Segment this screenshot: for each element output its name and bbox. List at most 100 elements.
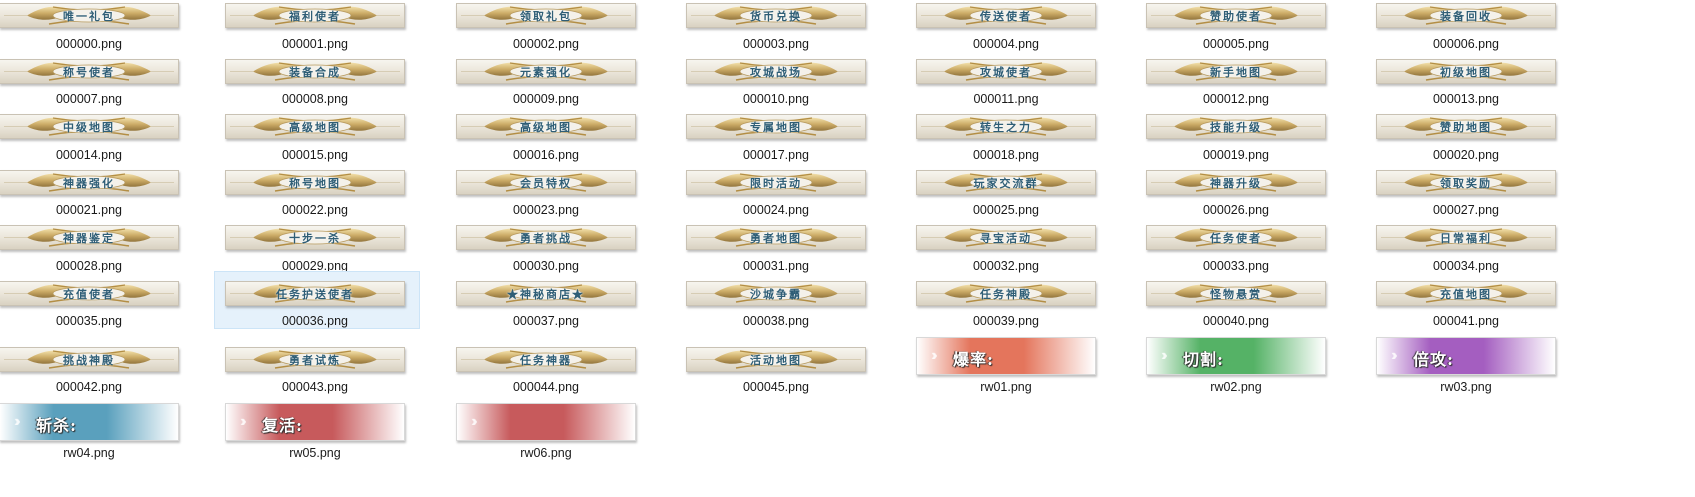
file-name[interactable]: rw05.png bbox=[289, 446, 341, 460]
file-name[interactable]: 000017.png bbox=[742, 148, 810, 162]
file-name[interactable]: 000042.png bbox=[55, 380, 123, 394]
file-name[interactable]: 000024.png bbox=[742, 203, 810, 217]
file-name[interactable]: 000010.png bbox=[742, 92, 810, 106]
file-thumbnail[interactable]: 任务使者 bbox=[1146, 225, 1326, 250]
file-thumbnail[interactable]: 会员特权 bbox=[456, 170, 636, 195]
file-name[interactable]: 000004.png bbox=[972, 37, 1040, 51]
file-thumbnail[interactable]: 领取奖励 bbox=[1376, 170, 1556, 195]
file-name[interactable]: 000018.png bbox=[972, 148, 1040, 162]
file-name[interactable]: 000044.png bbox=[512, 380, 580, 394]
file-name[interactable]: 000006.png bbox=[1432, 37, 1500, 51]
file-name[interactable]: 000037.png bbox=[512, 314, 580, 328]
file-name[interactable]: 000029.png bbox=[281, 259, 349, 273]
file-name[interactable]: 000019.png bbox=[1202, 148, 1270, 162]
file-name[interactable]: 000040.png bbox=[1202, 314, 1270, 328]
file-name[interactable]: 000005.png bbox=[1202, 37, 1270, 51]
file-thumbnail[interactable]: 勇者地图 bbox=[686, 225, 866, 250]
file-thumbnail[interactable]: 攻城战场 bbox=[686, 59, 866, 84]
file-name[interactable]: 000000.png bbox=[55, 37, 123, 51]
file-thumbnail[interactable]: 赞助地图 bbox=[1376, 114, 1556, 139]
file-name[interactable]: 000028.png bbox=[55, 259, 123, 273]
file-thumbnail[interactable]: 充值地图 bbox=[1376, 281, 1556, 306]
file-name[interactable]: 000043.png bbox=[281, 380, 349, 394]
file-thumbnail[interactable]: ›› 爆率: bbox=[916, 337, 1096, 375]
file-thumbnail[interactable]: ›› 倍攻: bbox=[1376, 337, 1556, 375]
file-thumbnail[interactable]: 唯一礼包 bbox=[0, 3, 179, 28]
file-thumbnail[interactable]: 货币兑换 bbox=[686, 3, 866, 28]
file-name[interactable]: 000015.png bbox=[281, 148, 349, 162]
file-thumbnail[interactable]: 技能升级 bbox=[1146, 114, 1326, 139]
file-thumbnail[interactable]: 攻城使者 bbox=[916, 59, 1096, 84]
file-thumbnail[interactable]: 日常福利 bbox=[1376, 225, 1556, 250]
file-thumbnail[interactable]: 神器升级 bbox=[1146, 170, 1326, 195]
file-name[interactable]: rw03.png bbox=[1440, 380, 1492, 394]
file-name[interactable]: 000030.png bbox=[512, 259, 580, 273]
file-thumbnail[interactable]: 勇者挑战 bbox=[456, 225, 636, 250]
file-thumbnail[interactable]: ★神秘商店★ bbox=[456, 281, 636, 306]
file-name[interactable]: 000022.png bbox=[281, 203, 349, 217]
file-name[interactable]: 000007.png bbox=[55, 92, 123, 106]
file-thumbnail[interactable]: 高级地图 bbox=[456, 114, 636, 139]
file-name[interactable]: 000041.png bbox=[1432, 314, 1500, 328]
file-thumbnail[interactable]: 沙城争霸 bbox=[686, 281, 866, 306]
file-name[interactable]: 000001.png bbox=[281, 37, 349, 51]
file-name[interactable]: 000033.png bbox=[1202, 259, 1270, 273]
file-name[interactable]: 000032.png bbox=[972, 259, 1040, 273]
file-thumbnail[interactable]: 活动地图 bbox=[686, 347, 866, 372]
file-thumbnail[interactable]: 领取礼包 bbox=[456, 3, 636, 28]
file-thumbnail[interactable]: 十步一杀 bbox=[225, 225, 405, 250]
file-name[interactable]: rw01.png bbox=[980, 380, 1032, 394]
file-name[interactable]: 000027.png bbox=[1432, 203, 1500, 217]
file-name[interactable]: 000008.png bbox=[281, 92, 349, 106]
file-thumbnail[interactable]: 装备回收 bbox=[1376, 3, 1556, 28]
file-thumbnail[interactable]: 神器强化 bbox=[0, 170, 179, 195]
file-name[interactable]: 000036.png bbox=[281, 314, 349, 328]
file-thumbnail[interactable]: 勇者试炼 bbox=[225, 347, 405, 372]
file-thumbnail[interactable]: 称号地图 bbox=[225, 170, 405, 195]
file-thumbnail[interactable]: 充值使者 bbox=[0, 281, 179, 306]
file-thumbnail[interactable]: 高级地图 bbox=[225, 114, 405, 139]
file-thumbnail[interactable]: 挑战神殿 bbox=[0, 347, 179, 372]
file-thumbnail[interactable]: 赞助使者 bbox=[1146, 3, 1326, 28]
file-thumbnail[interactable]: 福利使者 bbox=[225, 3, 405, 28]
file-thumbnail[interactable]: 转生之力 bbox=[916, 114, 1096, 139]
file-thumbnail[interactable]: 限时活动 bbox=[686, 170, 866, 195]
file-thumbnail[interactable]: 专属地图 bbox=[686, 114, 866, 139]
file-thumbnail[interactable]: 元素强化 bbox=[456, 59, 636, 84]
file-name[interactable]: 000016.png bbox=[512, 148, 580, 162]
file-thumbnail[interactable]: 怪物悬赏 bbox=[1146, 281, 1326, 306]
file-name[interactable]: 000034.png bbox=[1432, 259, 1500, 273]
file-thumbnail[interactable]: 神器鉴定 bbox=[0, 225, 179, 250]
file-name[interactable]: 000035.png bbox=[55, 314, 123, 328]
file-thumbnail[interactable]: 中级地图 bbox=[0, 114, 179, 139]
file-thumbnail[interactable]: ›› 复活: bbox=[225, 403, 405, 441]
file-thumbnail[interactable]: 任务神殿 bbox=[916, 281, 1096, 306]
file-name[interactable]: 000012.png bbox=[1202, 92, 1270, 106]
file-name[interactable]: 000045.png bbox=[742, 380, 810, 394]
file-thumbnail[interactable]: 称号使者 bbox=[0, 59, 179, 84]
file-thumbnail[interactable]: 装备合成 bbox=[225, 59, 405, 84]
file-thumbnail[interactable]: ›› bbox=[456, 403, 636, 441]
file-thumbnail[interactable]: 新手地图 bbox=[1146, 59, 1326, 84]
file-name[interactable]: rw06.png bbox=[520, 446, 572, 460]
file-thumbnail[interactable]: ›› 斩杀: bbox=[0, 403, 179, 441]
file-thumbnail[interactable]: 初级地图 bbox=[1376, 59, 1556, 84]
file-name[interactable]: 000039.png bbox=[972, 314, 1040, 328]
file-name[interactable]: 000002.png bbox=[512, 37, 580, 51]
file-thumbnail[interactable]: 传送使者 bbox=[916, 3, 1096, 28]
file-name[interactable]: 000011.png bbox=[973, 92, 1039, 106]
file-name[interactable]: 000038.png bbox=[742, 314, 810, 328]
file-thumbnail[interactable]: 任务护送使者 bbox=[225, 281, 405, 306]
file-name[interactable]: 000013.png bbox=[1432, 92, 1500, 106]
file-name[interactable]: rw02.png bbox=[1210, 380, 1262, 394]
file-name[interactable]: rw04.png bbox=[63, 446, 115, 460]
file-thumbnail[interactable]: 寻宝活动 bbox=[916, 225, 1096, 250]
file-name[interactable]: 000026.png bbox=[1202, 203, 1270, 217]
file-name[interactable]: 000003.png bbox=[742, 37, 810, 51]
file-thumbnail[interactable]: 任务神器 bbox=[456, 347, 636, 372]
file-name[interactable]: 000009.png bbox=[512, 92, 580, 106]
file-thumbnail[interactable]: ›› 切割: bbox=[1146, 337, 1326, 375]
file-name[interactable]: 000031.png bbox=[742, 259, 810, 273]
file-name[interactable]: 000021.png bbox=[55, 203, 123, 217]
file-name[interactable]: 000020.png bbox=[1432, 148, 1500, 162]
